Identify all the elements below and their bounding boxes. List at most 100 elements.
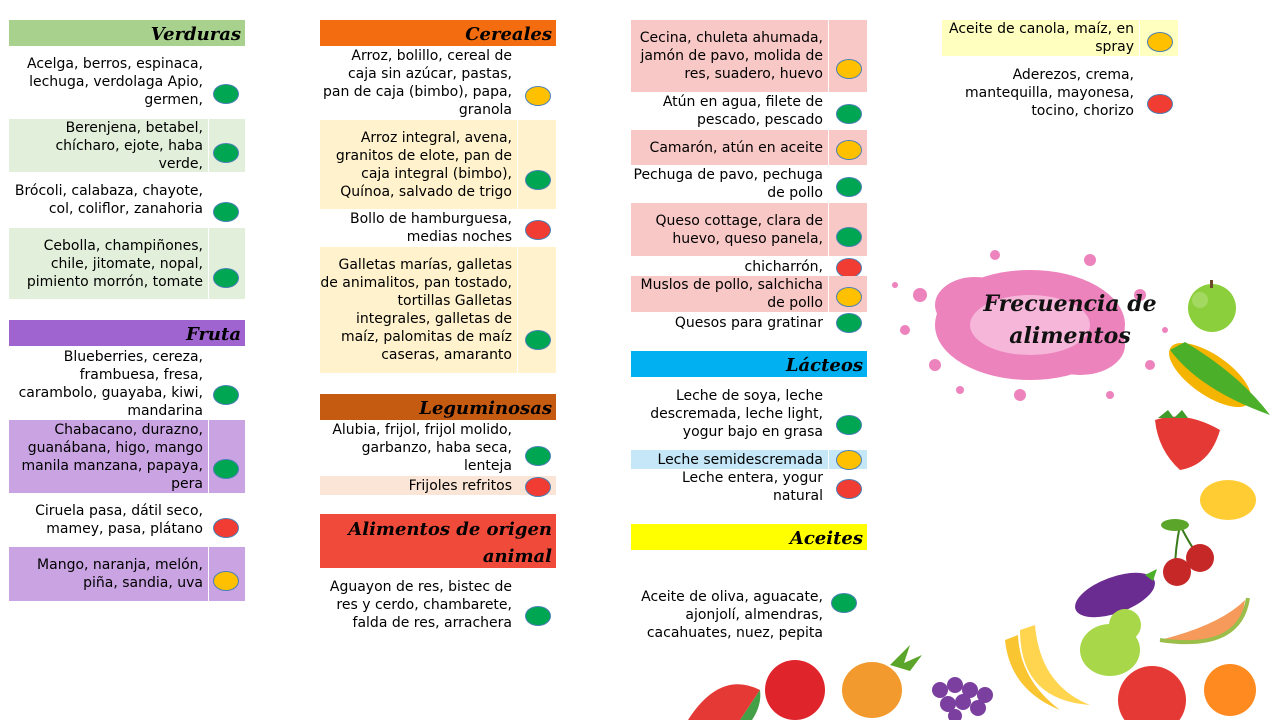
strawberry-icon [1155,410,1220,470]
list-item: Acelga, berros, espinaca, lechuga, verdo… [9,46,245,118]
green-indicator [836,227,862,247]
list-item: Camarón, atún en aceite [631,130,867,165]
food-list-text: Chabacano, durazno, guanábana, higo, man… [21,421,203,492]
green-indicator [525,446,551,466]
green-indicator [213,268,239,288]
yellow-indicator [525,86,551,106]
fruta-header: Fruta [9,320,245,346]
list-item: Galletas marías, galletas de animalitos,… [320,247,556,373]
yellow-indicator [836,59,862,79]
food-list-text: Camarón, atún en aceite [649,139,823,156]
list-item: Aderezos, crema, mantequilla, mayonesa, … [942,57,1178,129]
cherries-icon [1161,519,1214,586]
green-indicator [836,415,862,435]
list-item: Aguayon de res, bistec de res y cerdo, c… [320,569,556,641]
list-item: Leche semidescremada [631,450,867,470]
list-item: Muslos de pollo, salchicha de pollo [631,276,867,312]
food-list-text: Aderezos, crema, mantequilla, mayonesa, … [965,67,1134,119]
melon-icon [1159,597,1250,645]
food-list-text: Berenjena, betabel, chícharo, ejote, hab… [55,119,203,172]
food-list-text: Leche de soya, leche descremada, leche l… [650,388,823,440]
food-list-text: Blueberries, cereza, frambuesa, fresa, c… [18,349,203,419]
green-indicator [831,593,857,613]
food-list-text: Aguayon de res, bistec de res y cerdo, c… [329,579,512,631]
food-list-text: Alubia, frijol, frijol molido, garbanzo,… [332,422,512,474]
food-list-text: chicharrón, [744,258,823,275]
list-item: Blueberries, cereza, frambuesa, fresa, c… [9,348,245,420]
food-list-text: Arroz integral, avena, granitos de elote… [335,129,512,200]
list-item: Ciruela pasa, dátil seco, mamey, pasa, p… [9,493,245,547]
list-item: Pechuga de pavo, pechuga de pollo [631,166,867,202]
food-list-text: Galletas marías, galletas de animalitos,… [320,257,512,363]
green-apple-icon [1188,280,1236,332]
food-list-text: Cebolla, champiñones, chile, jitomate, n… [26,237,203,290]
lemon-icon [1200,480,1256,520]
aceites-header: Aceites [631,524,867,550]
watermelon-icon [688,684,761,720]
corn-icon [1169,342,1270,415]
green-indicator [525,170,551,190]
banana-icon [1005,625,1090,710]
green-indicator [525,330,551,350]
list-item: Atún en agua, filete de pescado, pescado [631,93,867,129]
orange-icon [1204,664,1256,716]
list-item: Quesos para gratinar [631,313,867,333]
food-list-text: Cecina, chuleta ahumada, jamón de pavo, … [639,30,823,82]
list-item: Bollo de hamburguesa, medias noches [320,210,556,246]
list-item: Arroz, bolillo, cereal de caja sin azúca… [320,46,556,120]
lacteos-header: Lácteos [631,351,867,377]
food-list-text: Arroz, bolillo, cereal de caja sin azúca… [322,48,512,118]
green-indicator [836,104,862,124]
grapes-icon [932,677,993,720]
food-list-text: Brócoli, calabaza, chayote, col, coliflo… [14,183,203,217]
fruit-illustrations [688,280,1270,720]
list-item: Leche entera, yogur natural [631,469,867,505]
food-list-text: Ciruela pasa, dátil seco, mamey, pasa, p… [35,503,203,537]
yellow-indicator [836,287,862,307]
food-list-text: Quesos para gratinar [674,314,823,331]
red-indicator [525,477,551,497]
list-item: Aceite de canola, maíz, en spray [942,20,1178,56]
red-indicator [836,258,862,278]
list-item: Mango, naranja, melón, piña, sandia, uva [9,547,245,601]
list-item: Cecina, chuleta ahumada, jamón de pavo, … [631,20,867,92]
yellow-indicator [836,450,862,470]
eggplant-icon [1075,569,1157,618]
food-list-text: Queso cottage, clara de huevo, queso pan… [655,212,824,247]
pink-paint-splash [892,250,1168,401]
leguminosas-header: Leguminosas [320,394,556,420]
yellow-indicator [213,571,239,591]
food-list-text: Bollo de hamburguesa, medias noches [350,211,512,245]
list-item: Leche de soya, leche descremada, leche l… [631,378,867,450]
food-list-text: Acelga, berros, espinaca, lechuga, verdo… [27,56,203,108]
list-item: Arroz integral, avena, granitos de elote… [320,120,556,209]
food-list-text: Leche semidescremada [657,451,823,468]
green-indicator [836,313,862,333]
page-title: Frecuencia de alimentos [983,291,1157,349]
food-list-text: Pechuga de pavo, pechuga de pollo [633,167,824,201]
green-indicator [836,177,862,197]
list-item: Chabacano, durazno, guanábana, higo, man… [9,420,245,493]
food-list-text: Leche entera, yogur natural [682,470,823,504]
list-item: Aceite de oliva, aguacate, ajonjolí, alm… [631,570,867,660]
apple-icon [765,660,825,720]
pear-icon [1080,609,1141,676]
red-indicator [525,220,551,240]
yellow-indicator [836,140,862,160]
food-list-text: Mango, naranja, melón, piña, sandia, uva [37,557,203,591]
food-list-text: Atún en agua, filete de pescado, pescado [662,94,823,128]
red-indicator [836,479,862,499]
food-list-text: Aceite de canola, maíz, en spray [949,21,1134,55]
list-item: Frijoles refritos [320,476,556,497]
list-item: Brócoli, calabaza, chayote, col, coliflo… [9,173,245,227]
list-item: Berenjena, betabel, chícharo, ejote, hab… [9,119,245,172]
pineapple-icon [842,645,922,718]
green-indicator [213,84,239,104]
yellow-indicator [1147,32,1173,52]
green-indicator [213,385,239,405]
origen-animal-header: Alimentos de origen animal [320,514,556,568]
green-indicator [213,143,239,163]
green-indicator [525,606,551,626]
list-item: Cebolla, champiñones, chile, jitomate, n… [9,228,245,299]
green-indicator [213,202,239,222]
